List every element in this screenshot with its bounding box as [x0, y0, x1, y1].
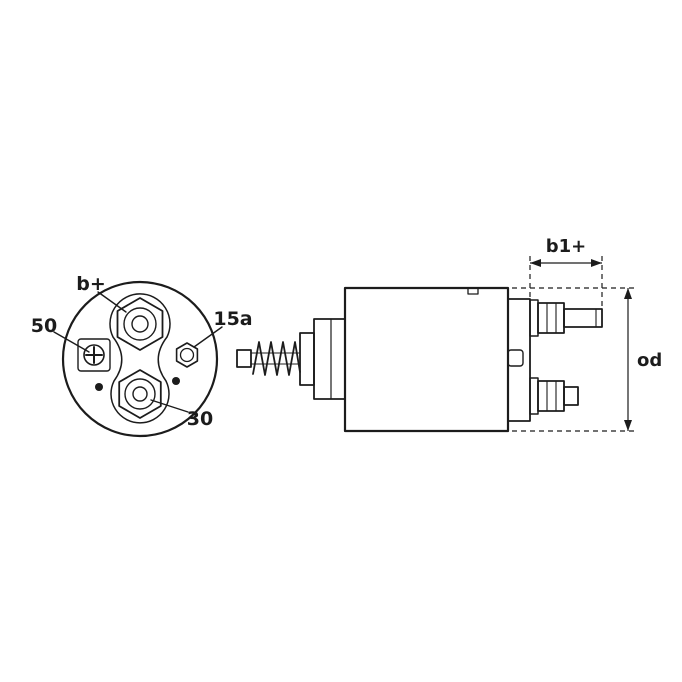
- rivet-dot-right: [172, 377, 180, 385]
- terminal-stud-b-plus: [131, 315, 149, 333]
- rear-cap-rivet: [507, 349, 524, 367]
- terminal-boss-contour: [109, 293, 171, 424]
- label-30: 30: [187, 408, 213, 430]
- leader-b-plus: [97, 291, 127, 313]
- b1-arrow-right: [591, 259, 602, 267]
- rivet-dot-left: [95, 383, 103, 391]
- terminal-nut-b-plus: [116, 297, 164, 351]
- terminal-nut-b-plus-washer: [123, 307, 157, 341]
- leader-50: [53, 331, 90, 353]
- front-view: [53, 280, 223, 438]
- b1-arrow-left: [530, 259, 541, 267]
- end-cap-outline: [61, 280, 219, 438]
- label-b1-plus: b1+: [546, 236, 587, 257]
- leader-15a: [193, 326, 223, 348]
- bottom-terminal-nut: [537, 380, 565, 412]
- dimension-lines: [512, 256, 635, 432]
- terminal-stud-15a: [179, 347, 195, 363]
- label-od: od: [637, 350, 662, 371]
- rear-cap: [507, 298, 531, 422]
- terminal-nut-15a: [175, 342, 199, 368]
- top-terminal-insulator: [529, 299, 539, 337]
- terminal-nut-30-washer: [124, 378, 156, 410]
- front-boss: [313, 318, 346, 400]
- leader-30: [150, 399, 189, 413]
- od-arrow-top: [624, 288, 632, 299]
- label-15a: 15a: [213, 308, 252, 330]
- solenoid-body: [343, 286, 510, 433]
- od-arrow-bottom: [624, 420, 632, 431]
- return-spring: [252, 341, 301, 376]
- label-50: 50: [31, 315, 57, 337]
- bottom-terminal-insulator: [529, 377, 539, 415]
- top-terminal-stud: [563, 308, 603, 328]
- terminal-screw-50: [83, 344, 105, 366]
- terminal-boss-50: [77, 338, 111, 372]
- terminal-nut-30: [118, 369, 162, 419]
- body-top-notch: [467, 287, 479, 295]
- terminal-stud-30: [132, 386, 148, 402]
- side-view: [236, 286, 603, 433]
- front-collar: [299, 332, 315, 386]
- plunger-shaft-tip: [236, 349, 252, 368]
- bottom-terminal-stud: [563, 386, 579, 406]
- top-terminal-nut: [537, 302, 565, 334]
- label-b-plus: b+: [76, 273, 106, 295]
